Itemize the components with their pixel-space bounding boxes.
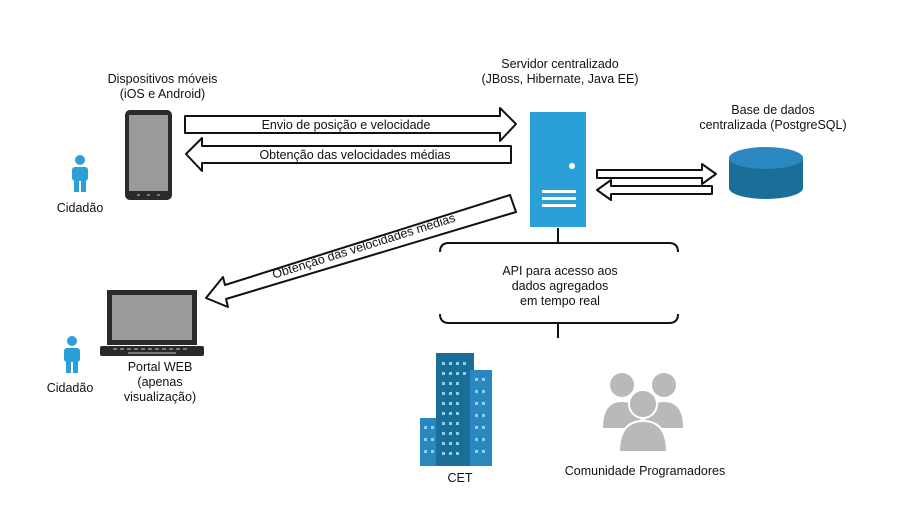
cet-label: CET [447,471,473,485]
api-description: API para acesso aos dados agregados em t… [470,264,650,309]
mobile-platforms-text: (iOS e Android) [119,87,206,101]
citizen-label-top: Cidadão [56,201,104,215]
community-label: Comunidade Programadores [564,464,726,478]
send-position-arrow [184,107,517,142]
laptop-icon [100,290,204,356]
get-speeds-text: Obtenção das velocidades médias [259,148,450,162]
server-to-db-arrow [596,163,717,185]
mobile-devices-label: Dispositivos móveis (iOS e Android) [80,72,245,102]
person-icon [72,155,88,192]
web-portal-label: Portal WEB (apenas visualização) [100,360,220,405]
api-line-3: em tempo real [520,294,600,308]
mobile-phone-icon [125,110,172,200]
database-label: Base de dados centralizada (PostgreSQL) [678,103,868,133]
person-icon [64,336,80,373]
get-speeds-arrow [185,137,512,172]
citizen-label-bottom: Cidadão [46,381,94,395]
database-icon [729,147,803,199]
web-speeds-arrow [205,194,517,308]
people-group-icon [603,373,683,453]
buildings-icon [420,353,492,466]
server-stack-text: (JBoss, Hibernate, Java EE) [481,72,639,86]
web-portal-note-2: visualização) [123,390,197,404]
mobile-devices-title: Dispositivos móveis [107,72,218,86]
api-top-brace [439,242,679,253]
database-subtitle: centralizada (PostgreSQL) [699,118,847,132]
server-icon [530,112,586,227]
api-line-2: dados agregados [511,279,609,293]
server-label: Servidor centralizado (JBoss, Hibernate,… [470,57,650,87]
send-position-text: Envio de posição e velocidade [262,118,431,132]
server-title: Servidor centralizado [501,57,619,71]
api-bottom-brace [439,313,679,324]
web-portal-note-1: (apenas [137,375,183,389]
web-speeds-text: Obtenção das velocidades médias [271,211,457,282]
web-portal-title: Portal WEB [127,360,193,374]
db-to-server-arrow [596,179,713,201]
api-line-1: API para acesso aos [502,264,618,278]
database-title: Base de dados [731,103,815,117]
